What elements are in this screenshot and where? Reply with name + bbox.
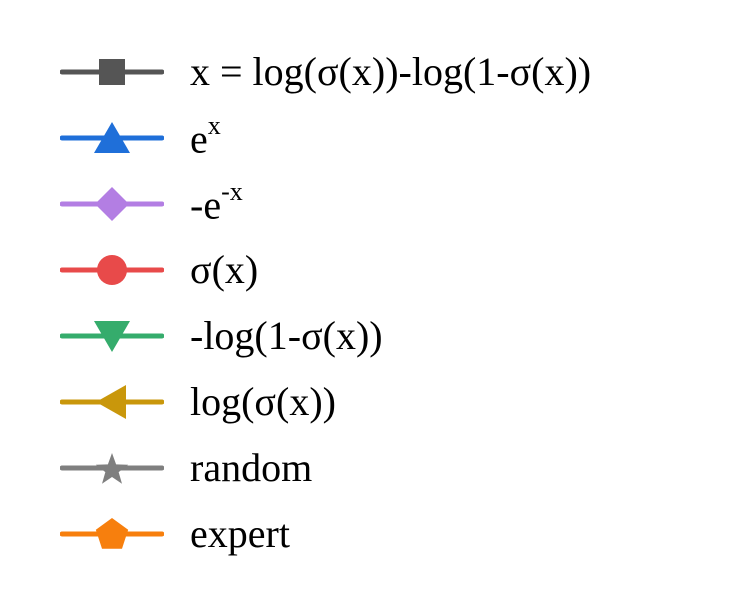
legend-label-superscript: -x [221, 176, 243, 206]
legend-swatch [60, 453, 164, 484]
legend-label-base: e [190, 116, 208, 162]
legend-label-base: -log(1-σ(x)) [190, 313, 383, 358]
legend-label-superscript: x [207, 110, 221, 140]
legend-label: random [190, 448, 312, 488]
legend-swatch [60, 518, 164, 549]
triangle-left-icon [96, 385, 126, 419]
legend-label-base: random [190, 445, 313, 490]
legend-entry: σ(x) [60, 240, 258, 300]
legend-entry: log(σ(x)) [60, 372, 336, 432]
legend-label: ex [190, 112, 221, 162]
legend-label-base: -e [190, 182, 222, 228]
legend-entry: ex [60, 108, 221, 168]
square-icon [99, 59, 125, 85]
legend-label: log(σ(x)) [190, 382, 336, 422]
legend-label: -e-x [190, 178, 243, 228]
circle-icon [97, 255, 127, 285]
legend-entry: expert [60, 504, 290, 564]
legend-label: expert [190, 514, 290, 554]
legend-swatch [60, 187, 164, 221]
legend-label: x = log(σ(x))-log(1-σ(x)) [190, 52, 591, 92]
legend-entry: x = log(σ(x))-log(1-σ(x)) [60, 42, 591, 102]
legend-swatch [60, 255, 164, 285]
legend-swatch [60, 59, 164, 85]
legend-label-base: σ(x) [190, 247, 259, 292]
star-icon [95, 453, 129, 484]
legend-label-base: expert [190, 511, 290, 556]
legend-swatch [60, 122, 164, 153]
legend-label-base: x = log(σ(x))-log(1-σ(x)) [190, 49, 592, 94]
legend-entry: -log(1-σ(x)) [60, 306, 383, 366]
legend-label: σ(x) [190, 250, 258, 290]
pentagon-icon [95, 518, 129, 549]
legend-label: -log(1-σ(x)) [190, 316, 383, 356]
diamond-icon [95, 187, 129, 221]
legend-entry: random [60, 438, 312, 498]
legend-swatch [60, 385, 164, 419]
legend-swatch [60, 321, 164, 352]
triangle-up-icon [94, 122, 130, 153]
legend-entry: -e-x [60, 174, 243, 234]
legend-label-base: log(σ(x)) [190, 379, 336, 424]
triangle-down-icon [94, 321, 130, 352]
